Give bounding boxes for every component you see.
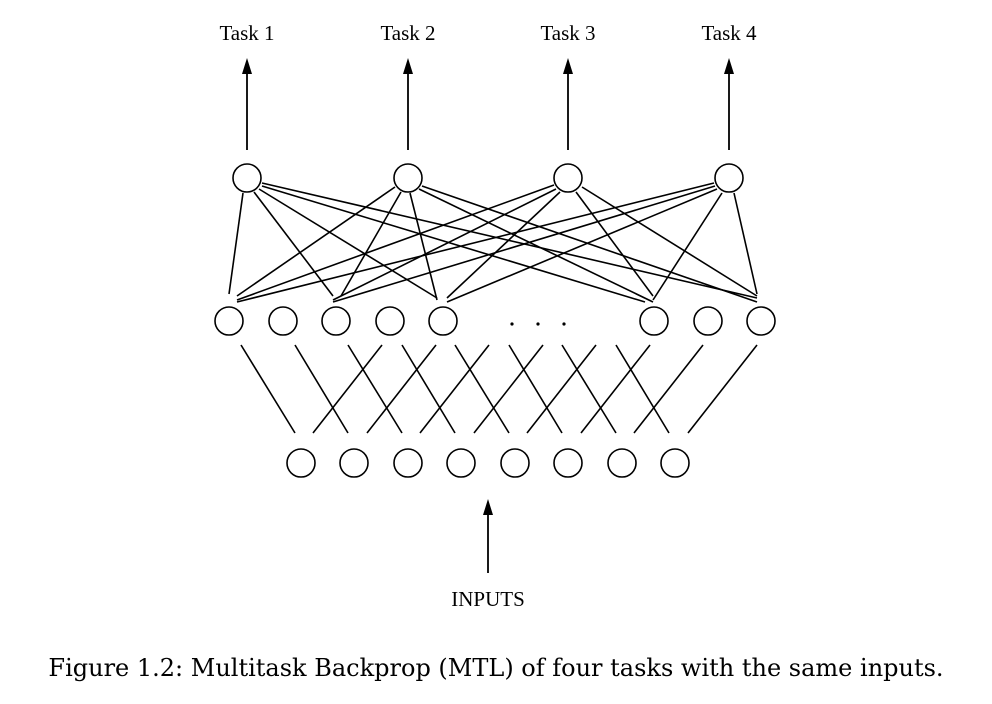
hidden-node-6 — [639, 306, 669, 336]
input-layer — [286, 448, 690, 478]
output-arrow-3 — [563, 58, 573, 150]
output-node-1 — [232, 163, 262, 193]
task-2-label: Task 2 — [380, 21, 435, 45]
hidden-node-3 — [321, 306, 351, 336]
output-node-2 — [393, 163, 423, 193]
input-node-6 — [553, 448, 583, 478]
input-node-5 — [500, 448, 530, 478]
output-node-3 — [553, 163, 583, 193]
hidden-layer — [214, 306, 776, 336]
figure-caption: Figure 1.2: Multitask Backprop (MTL) of … — [48, 654, 944, 682]
input-arrow — [483, 499, 493, 573]
input-node-4 — [446, 448, 476, 478]
output-arrow-4 — [724, 58, 734, 150]
output-hidden-connections — [228, 182, 758, 303]
output-arrow-1 — [242, 58, 252, 150]
input-node-3 — [393, 448, 423, 478]
task-3-label: Task 3 — [540, 21, 595, 45]
task-1-label: Task 1 — [219, 21, 274, 45]
task-4-label: Task 4 — [701, 21, 757, 45]
hidden-node-1 — [214, 306, 244, 336]
output-arrow-2 — [403, 58, 413, 150]
input-node-7 — [607, 448, 637, 478]
hidden-node-8 — [746, 306, 776, 336]
hidden-ellipsis — [510, 322, 566, 326]
input-node-8 — [660, 448, 690, 478]
input-node-2 — [339, 448, 369, 478]
inputs-label: INPUTS — [451, 587, 525, 611]
hidden-node-5 — [428, 306, 458, 336]
hidden-node-4 — [375, 306, 405, 336]
hidden-node-2 — [268, 306, 298, 336]
output-layer — [232, 163, 744, 193]
input-hidden-connections — [240, 344, 758, 434]
input-node-1 — [286, 448, 316, 478]
mtl-network-diagram: Task 1 Task 2 Task 3 Task 4 — [214, 21, 776, 611]
hidden-node-7 — [693, 306, 723, 336]
output-node-4 — [714, 163, 744, 193]
